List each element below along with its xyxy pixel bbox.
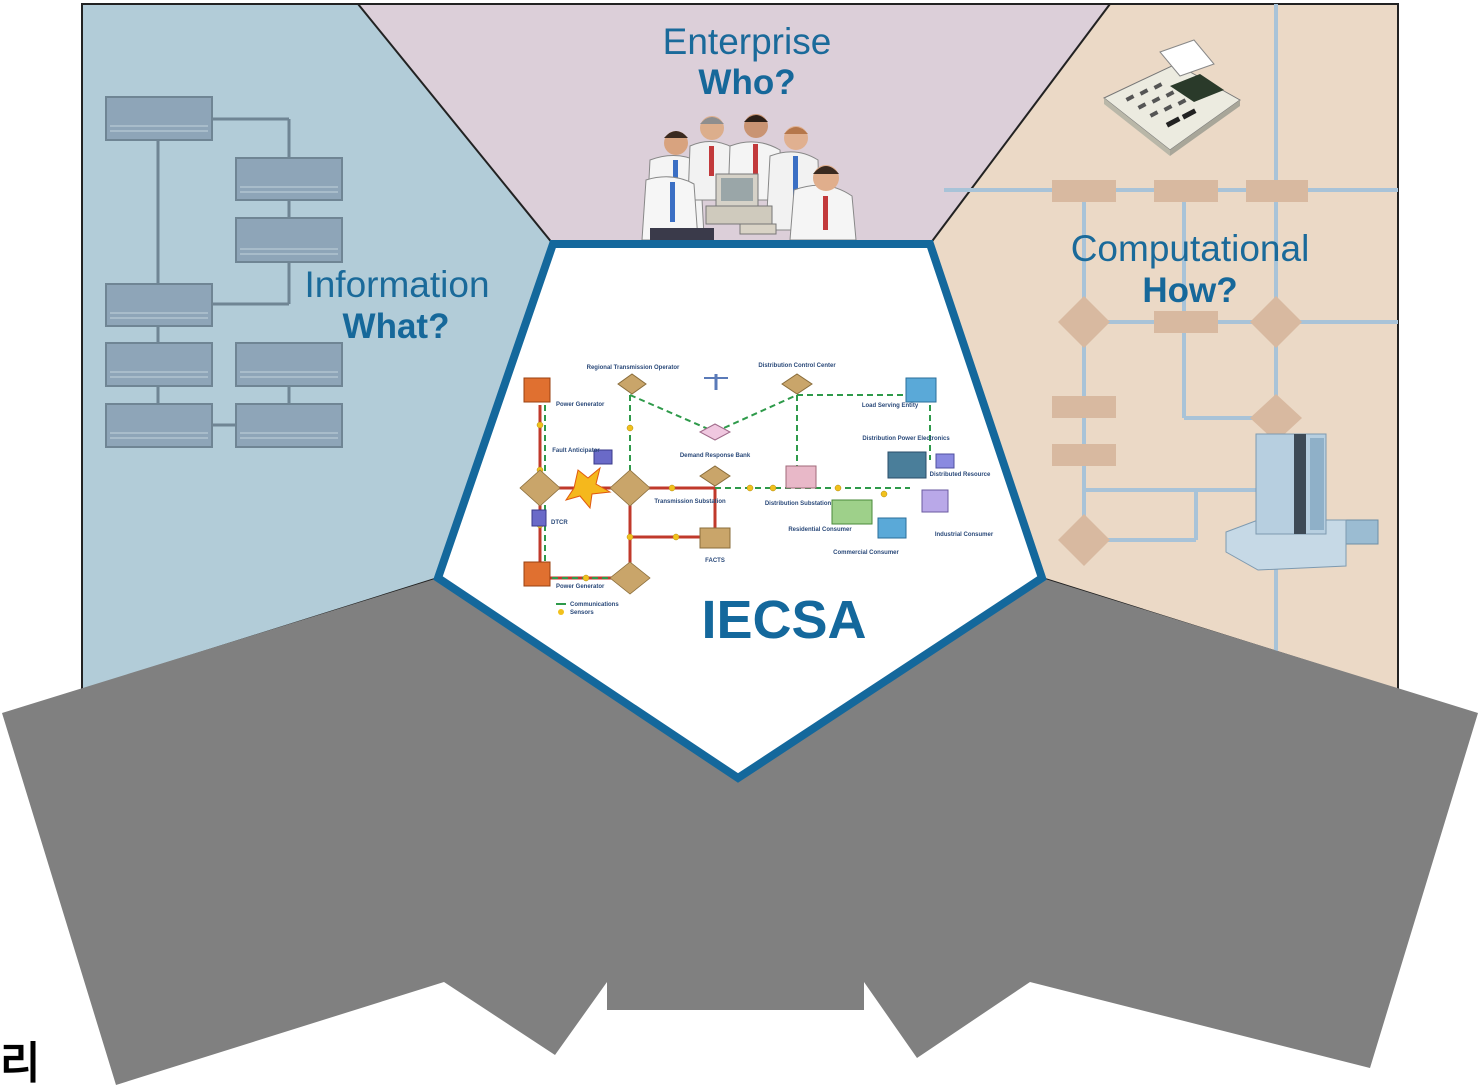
label-distribution-substation: Distribution Substation — [765, 501, 832, 507]
people-clipart — [641, 114, 857, 241]
label-distribution-control-center: Distribution Control Center — [758, 363, 836, 369]
enterprise-question: Who? — [698, 63, 795, 102]
label-regional-transmission-operator: Regional Transmission Operator — [587, 365, 680, 371]
label-facts: FACTS — [705, 558, 725, 564]
label-power-generator-bottom: Power Generator — [556, 584, 605, 590]
calculator-clipart — [1103, 39, 1241, 156]
label-distributed-resource: Distributed Resource — [930, 472, 991, 478]
label-load-serving-entity: Load Serving Entity — [862, 403, 919, 409]
label-industrial-consumer: Industrial Consumer — [935, 532, 994, 538]
corner-glyph: 리 — [0, 1039, 40, 1088]
computational-diamonds — [1058, 296, 1302, 566]
panel-borders — [81, 3, 1399, 690]
information-flowchart — [156, 117, 291, 427]
label-demand-response-bank: Demand Response Bank — [680, 453, 751, 459]
iecsa-title: IECSA — [701, 590, 866, 650]
iecsa-pentagon — [433, 240, 1047, 783]
label-commercial-consumer: Commercial Consumer — [833, 550, 899, 556]
computational-title: Computational — [1071, 228, 1310, 269]
legend-sensors: Sensors — [570, 610, 594, 616]
label-dtcr: DTCR — [551, 520, 568, 526]
label-power-generator-top: Power Generator — [556, 402, 605, 408]
label-distribution-power-electronics: Distribution Power Electronics — [862, 436, 950, 442]
mainframe-clipart — [1225, 433, 1379, 571]
legend-communications: Communications — [570, 602, 619, 608]
enterprise-panel — [358, 4, 1110, 244]
computational-boxes — [1052, 180, 1308, 466]
gray-bottom-shape — [2, 578, 1478, 1085]
information-boxes — [105, 96, 343, 448]
information-title: Information — [304, 264, 489, 305]
information-question: What? — [343, 307, 450, 346]
computational-question: How? — [1142, 271, 1237, 310]
label-fault-anticipator: Fault Anticipator — [552, 448, 600, 454]
label-residential-consumer: Residential Consumer — [788, 527, 852, 533]
enterprise-title: Enterprise — [663, 21, 832, 62]
information-box-lines — [110, 125, 338, 439]
grid-network: Power Generator Regional Transmission Op… — [519, 363, 994, 616]
legend-sensors-swatch — [558, 609, 564, 615]
label-transmission-substation: Transmission Substation — [654, 499, 726, 505]
